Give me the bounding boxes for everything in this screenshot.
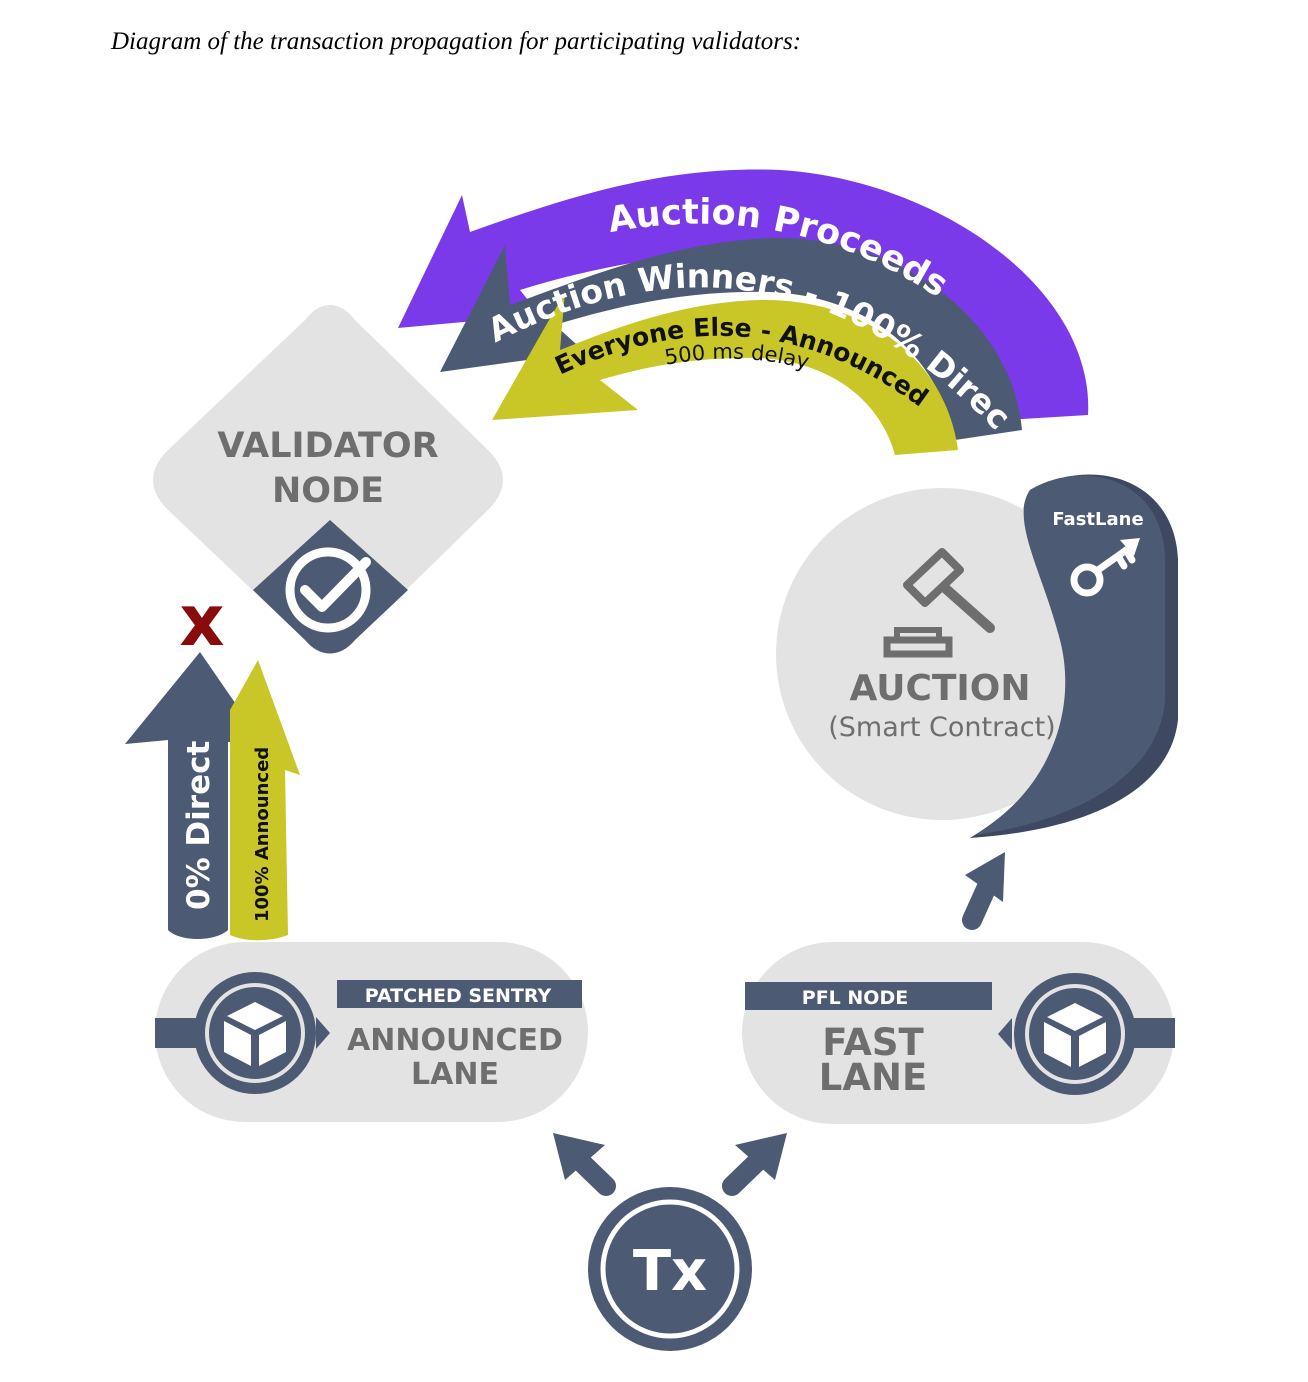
tx-to-fastlane-arrow <box>722 1133 787 1196</box>
validator-node-title-line1: VALIDATOR <box>217 426 438 466</box>
pfl-node-tag: PFL NODE <box>802 987 908 1009</box>
gavel-icon <box>883 548 995 658</box>
blocked-x-mark: x <box>179 580 224 662</box>
auction-winners-arrow <box>440 237 1022 440</box>
tx-label: Tx <box>633 1239 707 1304</box>
fastlane-to-auction-arrow <box>962 852 1005 930</box>
announced-lane-node: PATCHED SENTRY ANNOUNCED LANE <box>155 942 588 1122</box>
validator-node-title-line2: NODE <box>272 471 384 511</box>
tx-node: Tx <box>588 1187 752 1351</box>
zero-direct-label: 0% Direct <box>181 741 217 910</box>
key-icon <box>1070 538 1140 597</box>
announced-lane-title-line2: LANE <box>411 1057 499 1092</box>
everyone-else-arrow <box>492 292 958 455</box>
fast-lane-node: PFL NODE FAST LANE <box>742 942 1175 1124</box>
cube-icon <box>998 973 1136 1095</box>
auction-proceeds-arrow <box>398 169 1089 420</box>
tx-to-announced-arrow <box>553 1133 616 1196</box>
fastlane-brand-label: FastLane <box>1052 509 1143 530</box>
zero-direct-arrow: 0% Direct <box>125 652 262 939</box>
fast-lane-title-line2: LANE <box>819 1056 927 1099</box>
diagram-caption: Diagram of the transaction propagation f… <box>111 28 802 55</box>
auction-node: FastLane AUCTION (Smart Contract) <box>776 474 1178 838</box>
auction-title: AUCTION <box>849 668 1030 709</box>
fast-lane-title-line1: FAST <box>822 1021 924 1064</box>
auction-subtitle: (Smart Contract) <box>828 712 1055 743</box>
cube-icon <box>194 972 330 1094</box>
validator-node: VALIDATOR NODE <box>153 305 503 654</box>
check-circle-icon <box>285 547 371 633</box>
announced-label: 100% Announced <box>252 747 273 922</box>
announced-lane-title-line1: ANNOUNCED <box>347 1023 563 1058</box>
patched-sentry-tag: PATCHED SENTRY <box>365 985 552 1007</box>
announced-arrow: 100% Announced <box>230 660 300 941</box>
